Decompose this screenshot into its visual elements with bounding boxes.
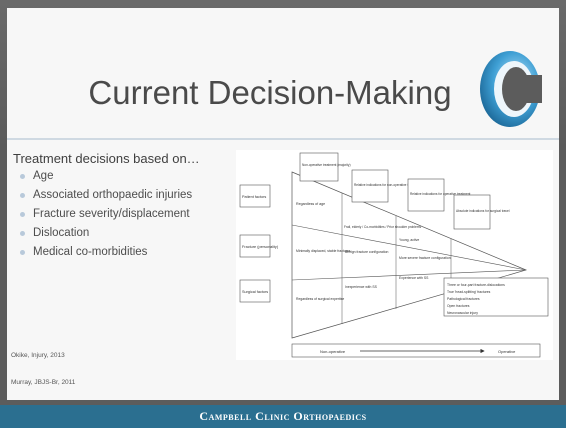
indication-item: Three or four-part fracture-dislocations: [447, 283, 505, 287]
indications-box: [443, 277, 549, 317]
funnel-divider: [291, 224, 527, 271]
bullet-item: Age: [20, 167, 245, 186]
campbell-clinic-logo-icon: [470, 45, 550, 133]
wedge-label: Minimally displaced, stable fractures: [296, 249, 351, 253]
top-box: [453, 194, 491, 230]
bullet-text: Age: [33, 170, 54, 182]
bullet-item: Medical co-morbidities: [20, 243, 245, 262]
indication-item: True 'head-splitting' fractures: [447, 290, 491, 294]
factor-box: [239, 234, 271, 258]
bullet-text: Associated orthopaedic injuries: [33, 189, 193, 201]
bullet-dot-icon: [20, 174, 25, 179]
bullet-dot-icon: [20, 231, 25, 236]
indication-item: Pathological fractures: [447, 297, 480, 301]
bullet-item: Fracture severity/displacement: [20, 205, 245, 224]
factor-box: [239, 279, 271, 303]
wedge-label: Frail, elderly / Co-morbidities / Prior …: [344, 225, 421, 229]
top-box-label: Absolute indications for surgical travel: [456, 209, 510, 213]
bullet-text: Medical co-morbidities: [33, 246, 148, 258]
footer-text: Campbell Clinic Orthopaedics: [199, 409, 367, 423]
funnel-divider: [291, 269, 527, 281]
bullet-item: Dislocation: [20, 224, 245, 243]
indication-item: Neurovascular injury: [447, 311, 478, 315]
decision-funnel: [291, 171, 528, 339]
bullet-text: Fracture severity/displacement: [33, 208, 190, 220]
wedge-label: Inexperience with SS: [345, 285, 378, 289]
wedge-label: Young, active: [399, 238, 419, 242]
reference-murray: Murray, JBJS-Br, 2011: [11, 379, 76, 386]
wedge-label: Regardless of surgical expertise: [296, 297, 344, 301]
axis-label-right: Operative: [498, 349, 516, 354]
axis-box: [291, 343, 541, 358]
bullet-intro: Treatment decisions based on…: [13, 151, 200, 166]
indication-item: Open fractures: [447, 304, 470, 308]
top-box: [351, 169, 389, 203]
bullet-dot-icon: [20, 193, 25, 198]
slide-title: Current Decision-Making: [88, 74, 452, 111]
reference-okike: Okike, Injury, 2013: [11, 352, 65, 359]
top-box-label: Relative indications for non-operative t…: [354, 183, 421, 187]
wedge-label: More severe fracture configuration: [399, 256, 451, 260]
wedge-label: Regardless of age: [296, 202, 325, 206]
wedge-label: Experience with SS: [399, 276, 429, 280]
bullet-item: Associated orthopaedic injuries: [20, 186, 245, 205]
top-box-label: Relative indications for operative treat…: [410, 192, 471, 196]
wedge-label: Benign fracture configuration: [345, 250, 388, 254]
bullet-dot-icon: [20, 250, 25, 255]
footer-bar: Campbell Clinic Orthopaedics: [0, 405, 566, 428]
factor-label: Patient factors: [242, 195, 266, 199]
top-box: [407, 178, 445, 212]
axis-label-left: Non-operative: [320, 349, 346, 354]
factor-label: Fracture (personality): [242, 245, 279, 249]
factor-box: [239, 184, 271, 208]
factor-label: Surgical factors: [242, 290, 268, 294]
bullet-dot-icon: [20, 212, 25, 217]
top-box-label: Non-operative treatment (majority): [302, 163, 351, 167]
decision-diagram: Patient factors Fracture (personality) S…: [236, 150, 553, 360]
top-box: [299, 152, 339, 182]
title-divider: [7, 138, 559, 140]
bullet-text: Dislocation: [33, 227, 90, 239]
bullet-list: Age Associated orthopaedic injuries Frac…: [20, 167, 245, 262]
